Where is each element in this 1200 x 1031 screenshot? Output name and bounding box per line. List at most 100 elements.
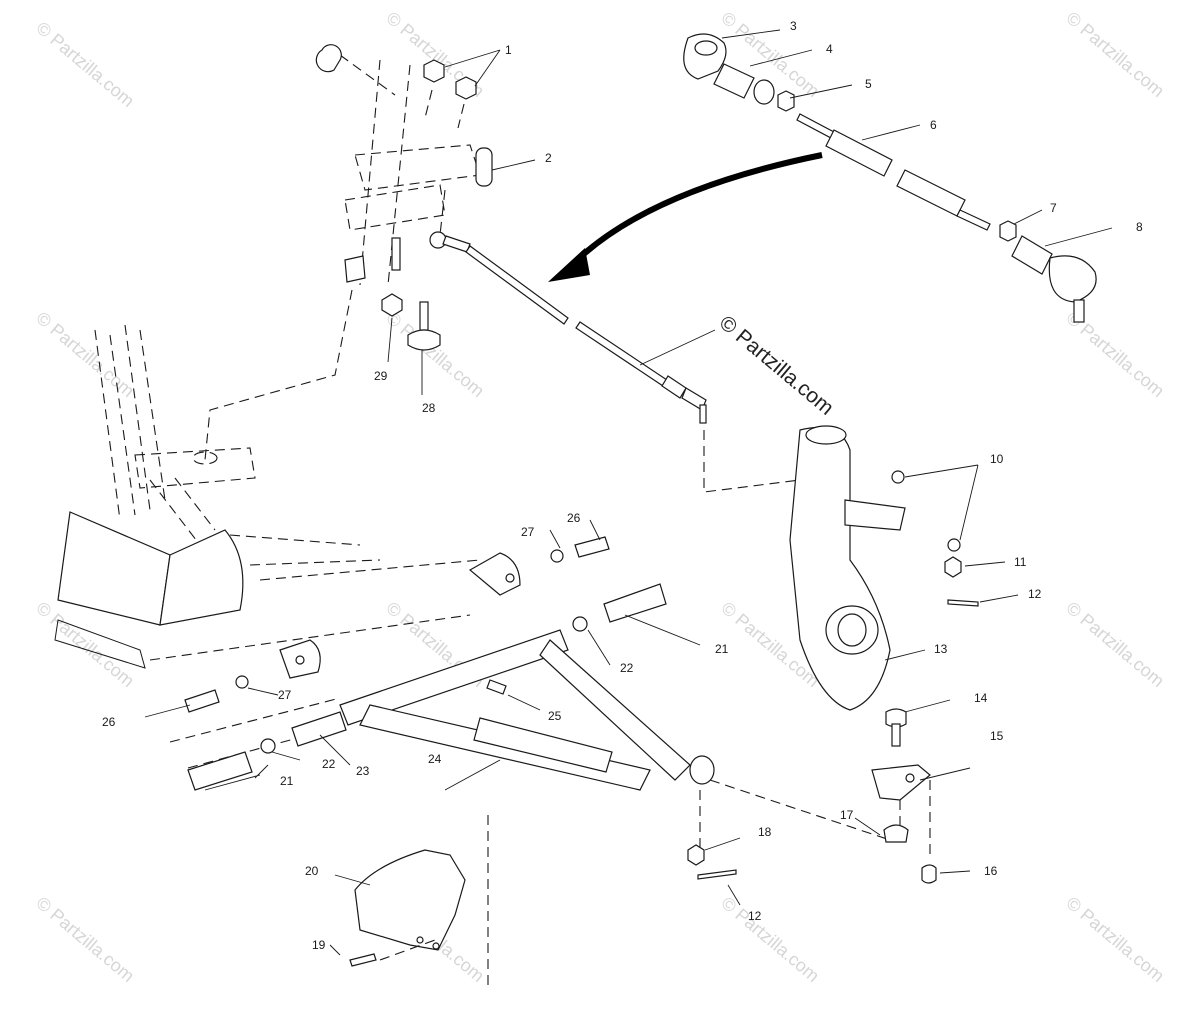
callout-23: 23: [356, 764, 370, 778]
part-21-pin-lower: [187, 751, 253, 791]
callout-1: 1: [505, 43, 512, 57]
callout-28: 28: [422, 401, 436, 415]
callout-10: 10: [990, 452, 1004, 466]
part-23-tube: [291, 711, 347, 747]
nut-icon: [381, 293, 403, 317]
part-8-ball-joint: [1048, 255, 1097, 303]
watermark-tile: © Partzilla.com: [1062, 8, 1168, 101]
watermark-tile: © Partzilla.com: [1062, 598, 1168, 691]
part-12-cotter-pin-lower-icon: [697, 869, 737, 880]
callout-2: 2: [545, 151, 552, 165]
tie-rod-end-ball: [429, 231, 447, 249]
callout-12-upper: 12: [1028, 587, 1042, 601]
part-16-screw-icon: [921, 864, 937, 884]
callout-29: 29: [374, 369, 388, 383]
callout-21-upper: 21: [715, 642, 729, 656]
callout-22-upper: 22: [620, 661, 634, 675]
spindle-assembly: [687, 425, 1019, 906]
callout-22-lower: 22: [322, 757, 336, 771]
part-21-pin-upper: [603, 583, 667, 623]
part-1-nuts: [423, 49, 501, 129]
part-19-screw-icon: [349, 953, 377, 967]
callout-26-upper: 26: [567, 511, 581, 525]
bolt-icon: [184, 689, 220, 713]
callout-11: 11: [1014, 555, 1027, 569]
nut-icon: [455, 76, 477, 100]
callout-27-lower: 27: [278, 688, 292, 702]
a-arm-assembly: [187, 583, 891, 990]
callout-20: 20: [305, 864, 319, 878]
callouts: 1 2 3 4 5 6 7 8 10 11 12 12 13 14 15 16 …: [102, 19, 1143, 952]
washer-icon: [550, 549, 564, 563]
tie-rod-shaft-left: [465, 245, 569, 325]
callout-15: 15: [990, 729, 1004, 743]
frame-brackets: [144, 519, 610, 718]
part-24-plate: [473, 717, 613, 773]
steering-post-end: [344, 255, 366, 283]
callout-12-lower: 12: [748, 909, 762, 923]
part-15-plate: [871, 764, 931, 801]
callout-19: 19: [312, 938, 326, 952]
callout-6: 6: [930, 118, 937, 132]
callout-17: 17: [840, 808, 854, 822]
callout-7: 7: [1050, 201, 1057, 215]
part-6-rod: [825, 129, 893, 177]
watermark-tile: © Partzilla.com: [382, 308, 488, 401]
part-2-pitman-pin: [439, 147, 536, 236]
callout-13: 13: [934, 642, 948, 656]
callout-16: 16: [984, 864, 998, 878]
watermark-tile: © Partzilla.com: [32, 893, 138, 986]
callout-3: 3: [790, 19, 797, 33]
watermark-tile: © Partzilla.com: [32, 308, 138, 401]
callout-8: 8: [1136, 220, 1143, 234]
nut-icon: [423, 59, 445, 83]
watermark-tile: © Partzilla.com: [32, 18, 138, 111]
callout-25: 25: [548, 709, 562, 723]
tie-rod-end-left-icon: [315, 44, 342, 73]
direction-arrow: [548, 152, 823, 282]
part-4-sleeve: [713, 63, 755, 99]
washer-icon: [260, 738, 276, 754]
callout-5: 5: [865, 77, 872, 91]
callout-24: 24: [428, 752, 442, 766]
callout-14: 14: [974, 691, 988, 705]
callout-26-lower: 26: [102, 715, 116, 729]
part-25-fitting: [486, 679, 507, 695]
bracket-upper: [468, 552, 521, 596]
a-arm-upper-tube: [339, 629, 569, 726]
watermark-tile: © Partzilla.com: [717, 893, 823, 986]
watermark-center: © Partzilla.com: [715, 311, 838, 420]
callout-21-lower: 21: [280, 774, 294, 788]
callout-18: 18: [758, 825, 772, 839]
a-arm-ball-socket: [689, 755, 715, 785]
washer-icon: [235, 675, 249, 689]
bolt-icon: [574, 536, 610, 558]
part-11-nut-icon: [944, 556, 962, 578]
a-arm-diagonal: [539, 639, 691, 781]
washer-icon: [891, 470, 905, 484]
watermark-tile: © Partzilla.com: [1062, 893, 1168, 986]
callout-4: 4: [826, 42, 833, 56]
part-5-nut-icon: [777, 90, 795, 112]
parts-28-29-fasteners: [381, 237, 441, 395]
callout-27-upper: 27: [521, 525, 535, 539]
frame-crossmember: [57, 511, 171, 626]
tie-rod-shaft-right: [575, 321, 671, 389]
part-14-bolt-icon: [891, 723, 901, 747]
part-8-sleeve: [1011, 235, 1053, 275]
steering-post: [204, 44, 481, 461]
nut-icon: [407, 329, 441, 351]
tie-rod-exploded: [683, 29, 1113, 323]
washer-icon: [572, 616, 588, 632]
part-12-cotter-pin-icon: [947, 599, 979, 607]
tie-rod-assembly: [429, 231, 801, 493]
washer-icon: [947, 538, 961, 552]
arrow-head-icon: [548, 248, 590, 282]
watermark-tiles: © Partzilla.com © Partzilla.com © Partzi…: [32, 8, 1168, 986]
part-17-boot: [883, 824, 909, 843]
part-7-nut-icon: [999, 220, 1017, 242]
part-20-skid-plate: [329, 849, 466, 967]
part-18-nut-icon: [687, 844, 705, 866]
